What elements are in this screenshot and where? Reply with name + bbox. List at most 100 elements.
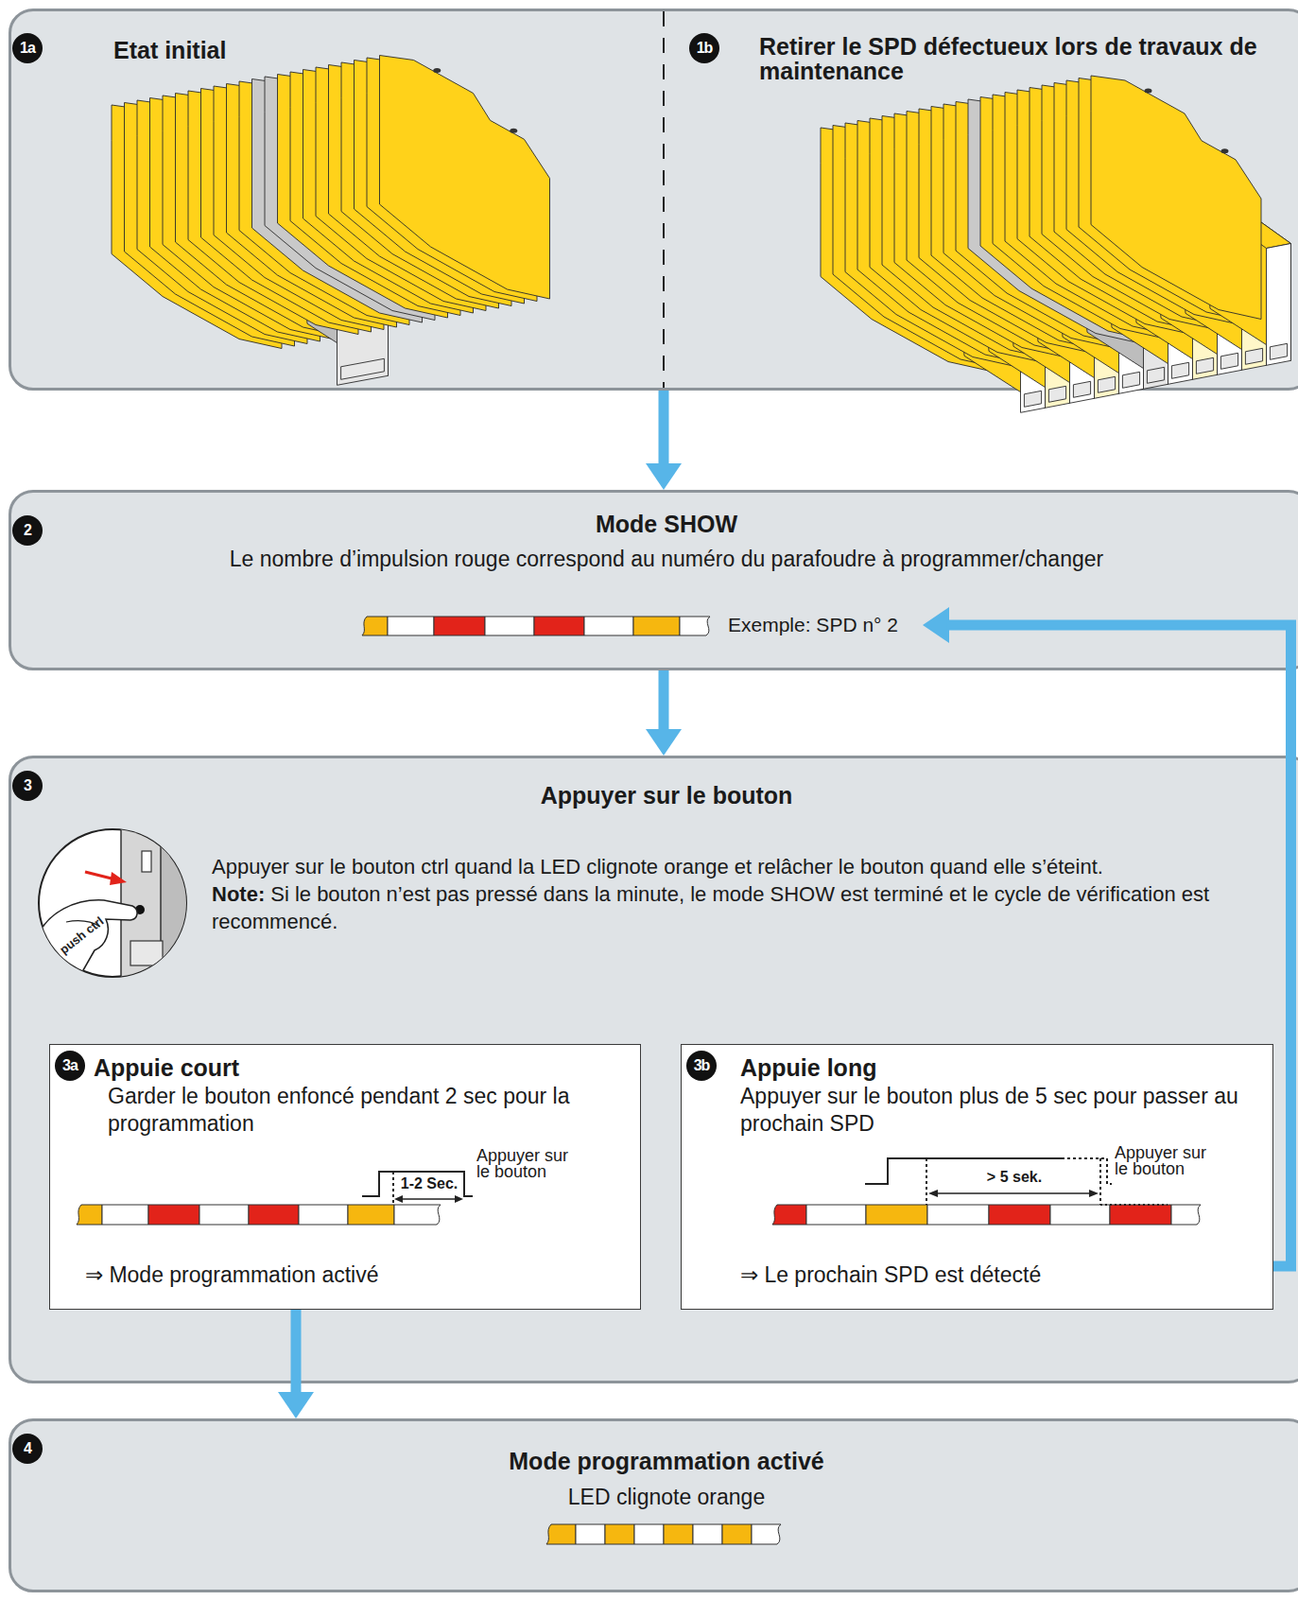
terminal-slice [252,79,423,324]
plug-module-side [1176,184,1267,365]
step-panel: Etat initialRetirer le SPD défectueux lo… [8,8,1298,391]
duration-head [454,1194,464,1203]
screw-hole [1147,162,1156,168]
dashed-mark [392,1171,395,1205]
example-note: Exemple: SPD n° 2 [727,613,899,637]
screw-hole [369,154,378,159]
arrow-line [658,390,670,466]
din-rail [860,190,1217,284]
terminal-slice [380,55,551,300]
screw-hole [458,138,467,143]
pulse-dotted [1061,1158,1112,1184]
terminal-slice [820,127,991,372]
device-side [160,822,190,984]
plug-module-foot [1097,376,1115,393]
terminal-slice [303,69,474,314]
plug-module-front [1070,281,1095,404]
arrowhead [277,1391,314,1419]
signal-label: Appuyer sur le bouton [476,1147,572,1180]
plug-module-foot [1023,390,1041,407]
screw-hole [975,195,984,201]
dashed-mark [1099,1158,1102,1205]
screw-hole [1024,186,1033,191]
plug-module-top [1054,203,1169,273]
led-segment [575,1523,606,1544]
callout-number: 4 [12,1433,43,1464]
terminal-blocks-maintenance [820,75,1292,413]
device-terminal [130,940,163,966]
detail-circle [38,829,187,977]
led-segment [663,1523,693,1544]
screw-hole [951,200,959,206]
heading: Mode programmation activé [70,1448,1263,1473]
screw-hole [318,89,327,95]
terminal-slice [857,121,1028,365]
screw-hole [1107,95,1116,101]
plug-module-top [931,226,1046,296]
screw-hole [395,75,403,81]
terminal-slice [226,84,398,329]
plug-module-side [1127,193,1218,375]
plug-module-side [1029,212,1120,394]
screw-hole [432,142,441,148]
terminal-slice [277,74,449,319]
screw-hole [1046,107,1055,113]
plug-module-top [1152,184,1267,254]
screw-hole [369,80,378,86]
plug-module-top [1176,179,1292,249]
plug-module-side [298,194,389,376]
body-text: ⇒ Le prochain SPD est détecté [740,1261,1270,1289]
led-segment [102,1204,149,1225]
arrowhead [645,463,682,490]
button-illustration [37,822,190,984]
screw-hole [1058,104,1067,110]
screw-hole [987,193,996,199]
led-segment [1109,1204,1172,1225]
plug-module-front [1242,248,1267,371]
plug-module-side [1078,203,1169,384]
terminal-slice [175,93,347,338]
step-panel: Mode SHOWLe nombre d’impulsion rouge cor… [8,489,1298,671]
terminal-slice [832,125,1004,370]
screw-hole [1123,167,1131,173]
screw-hole [267,99,276,104]
screw-hole [228,105,237,111]
terminal-slice [290,71,461,316]
screw-hole [407,147,416,153]
led-segment [865,1204,928,1225]
screw-hole [242,103,250,109]
led-segment [679,616,710,636]
screw-hole [935,128,944,134]
terminal-slice [943,103,1114,348]
screw-hole [960,123,969,129]
plug-module-front [1119,272,1144,395]
led-segment [199,1204,249,1225]
terminal-slice [882,116,1053,361]
plug-module-foot [1048,385,1066,402]
plug-module-side [955,226,1046,408]
screw-hole [305,166,313,172]
note-text: Si le bouton n’est pas pressé dans la mi… [211,882,1210,934]
screw-hole [1009,114,1018,120]
push-arrowhead [109,871,127,885]
screw-hole [484,133,492,139]
plug-module-top [980,217,1095,287]
plug-module-foot [1073,380,1091,398]
device-slot [141,850,152,872]
screw-hole [395,149,403,155]
divider-line [662,11,665,388]
body-text: Appuyer sur le bouton ctrl quand la LED … [211,852,1275,881]
plug-module-side [980,222,1071,403]
duration-head [1089,1189,1099,1197]
plug-module-side [1201,179,1292,361]
terminal-slice [1004,92,1176,337]
screw-hole [330,86,339,92]
plug-module-foot [1245,347,1263,364]
terminal-slice [1054,83,1225,328]
led-segment [387,616,434,636]
terminal-slice [1029,87,1200,332]
screw-hole [293,168,301,174]
heading: Etat initial [113,37,587,63]
led-segment [76,1204,103,1225]
screw-hole [1144,88,1153,94]
